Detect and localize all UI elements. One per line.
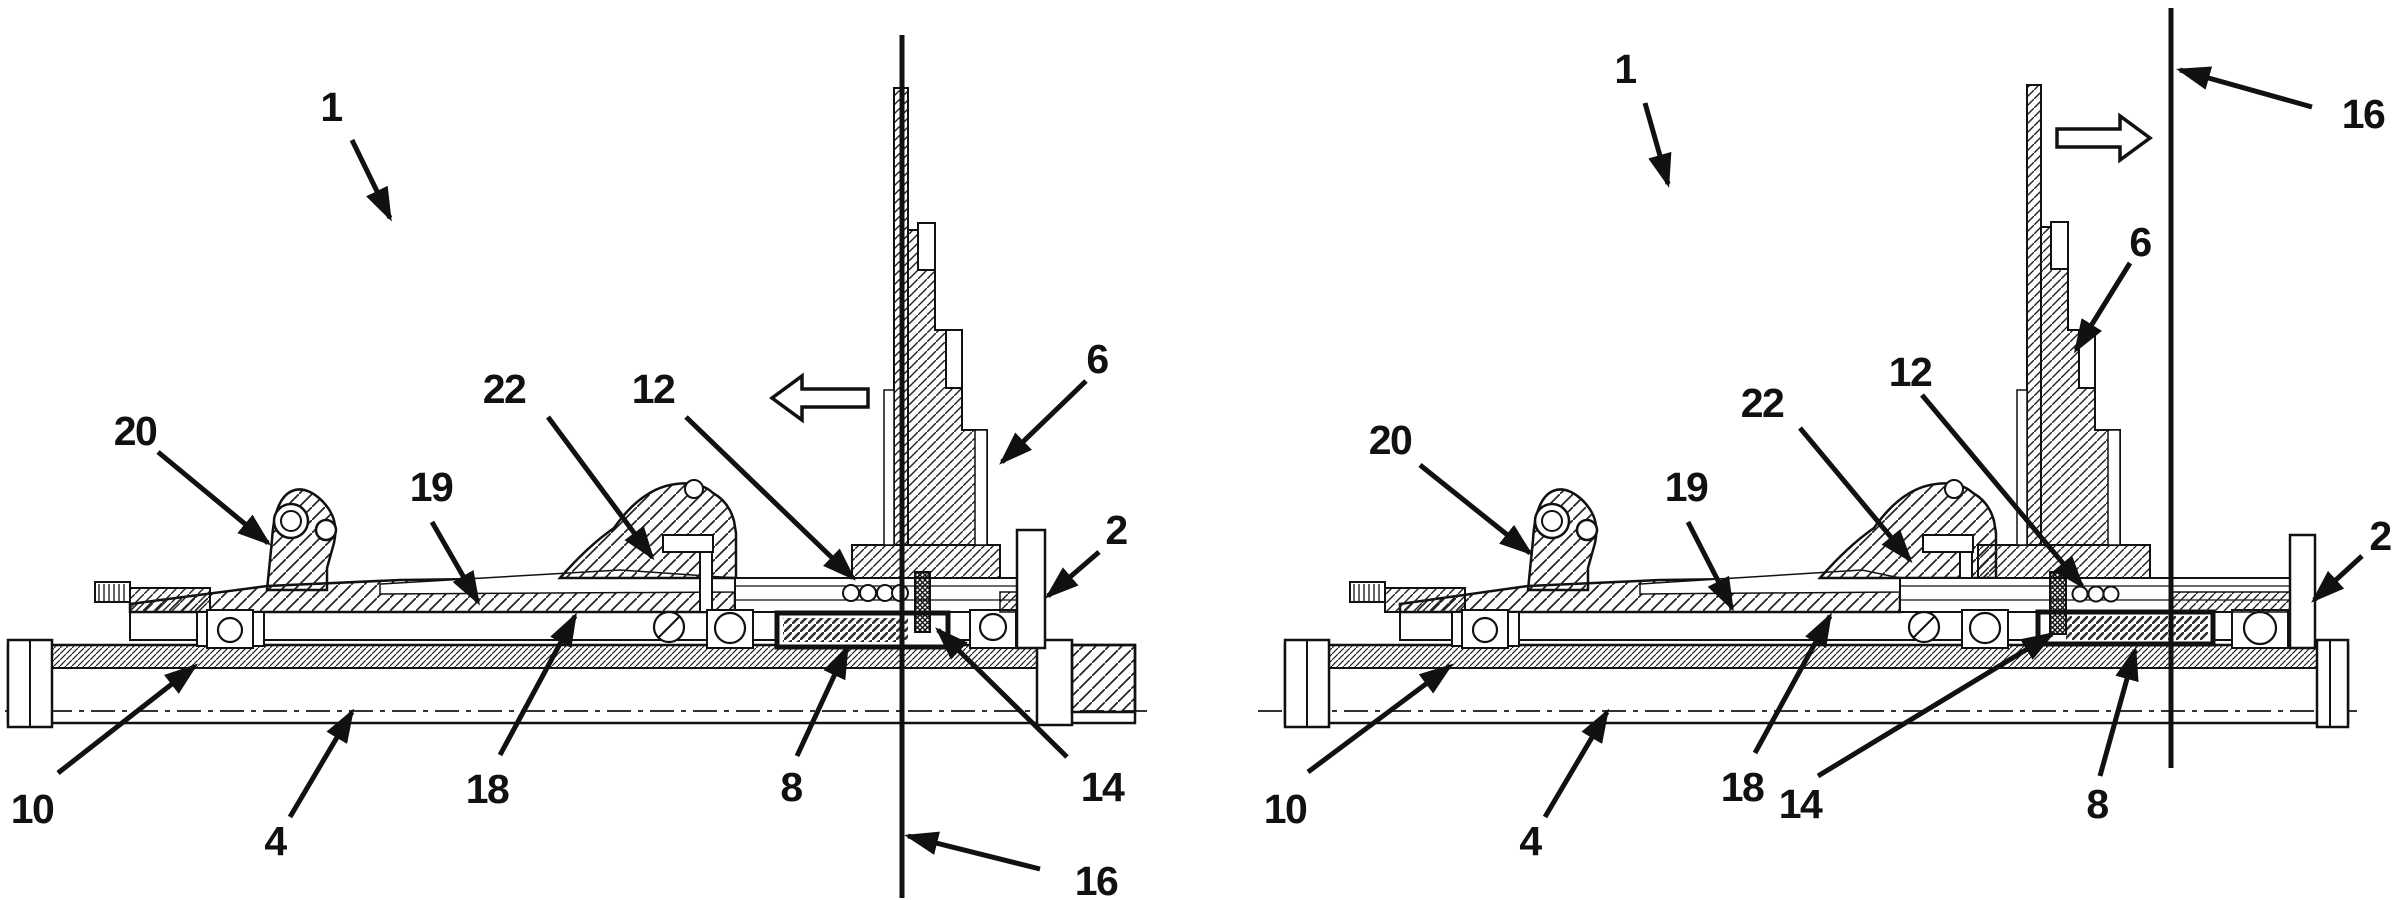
ref-label-2: 2 [1105,507,1127,553]
leader-arrow-19 [1685,520,1735,612]
ref-label-18: 18 [466,766,509,812]
leader-arrow-20 [1418,463,1534,556]
leader-arrow-10 [56,663,199,775]
leader-arrow-4 [1542,708,1610,819]
ref-label-14: 14 [1779,781,1823,827]
leader-arrow-6 [2073,261,2133,354]
pillar-blade [2026,84,2042,546]
ref-label-16: 16 [1075,858,1118,900]
bearings [206,609,1017,649]
ref-label-19: 19 [410,464,453,510]
leader-arrow-22 [545,415,655,561]
leader-arrow-1 [1642,102,1672,188]
ref-label-1: 1 [1614,46,1636,92]
leader-arrow-16 [2176,66,2313,110]
end-bracket [2288,533,2317,650]
leader-arrow-10 [1306,663,1454,775]
leader-arrow-2 [2311,554,2364,603]
leader-arrow-1 [349,138,393,222]
motion-arrow-right [2055,112,2153,164]
carriage-nose [1349,581,1386,603]
ref-label-10: 10 [1264,786,1307,832]
bearings [1461,609,2289,649]
right-view-labels: 1 16 6 12 20 22 19 2 10 4 18 14 8 [1264,46,2393,864]
ref-label-20: 20 [1369,417,1412,463]
ref-label-12: 12 [1889,349,1932,395]
leader-arrow-16 [904,831,1041,872]
ref-label-18: 18 [1721,764,1764,810]
leader-arrow-22 [1798,426,1913,564]
ref-label-22: 22 [1741,380,1784,426]
lock-balls [2071,585,2120,603]
leader-arrow-18 [497,612,578,757]
leader-arrow-19 [429,520,481,606]
leader-arrow-8 [2097,646,2139,777]
ref-label-12: 12 [632,366,675,412]
rail-end-cap-right [2315,638,2350,729]
ref-label-20: 20 [114,408,157,454]
leader-arrow-6 [999,379,1088,465]
lock-wedge [914,571,931,633]
end-bracket-band [2169,591,2291,613]
end-bracket [1015,528,1047,650]
leader-arrow-14 [1816,631,2056,779]
motion-arrow-left [769,372,870,424]
carriage-nose [94,581,131,603]
leader-arrow-2 [1044,550,1101,599]
ref-label-6: 6 [2129,219,2151,265]
leader-arrow-12 [684,415,856,581]
ref-label-16: 16 [2342,91,2385,137]
thread-ticks [1353,584,1380,601]
leader-arrow-12 [1920,393,2085,590]
leader-arrow-14 [935,627,1069,759]
ref-label-4: 4 [264,818,287,864]
ref-label-22: 22 [483,366,526,412]
leader-arrow-4 [287,708,355,819]
right-view-drawing [1258,8,2358,768]
leader-arrow-20 [156,450,272,546]
leader-arrow-8 [794,644,850,758]
rail-end-block-right [1070,643,1137,714]
end-bracket-band [999,591,1018,613]
rail-end-strip-right [1035,638,1074,727]
ref-label-2: 2 [2369,513,2391,559]
carriage-step [1384,587,1466,613]
thread-ticks [98,584,125,601]
ref-label-8: 8 [780,764,802,810]
ref-label-4: 4 [1519,818,1542,864]
ref-label-14: 14 [1081,764,1125,810]
ref-label-6: 6 [1086,336,1108,382]
left-view-labels: 1 20 22 19 12 6 2 10 4 18 8 14 16 [11,84,1129,900]
lock-wedge [2049,571,2067,635]
carriage-step [129,587,211,613]
ref-label-10: 10 [11,786,54,832]
ref-label-8: 8 [2086,781,2108,827]
ref-label-19: 19 [1665,464,1708,510]
ref-label-1: 1 [320,84,342,130]
leader-arrow-18 [1752,612,1833,755]
